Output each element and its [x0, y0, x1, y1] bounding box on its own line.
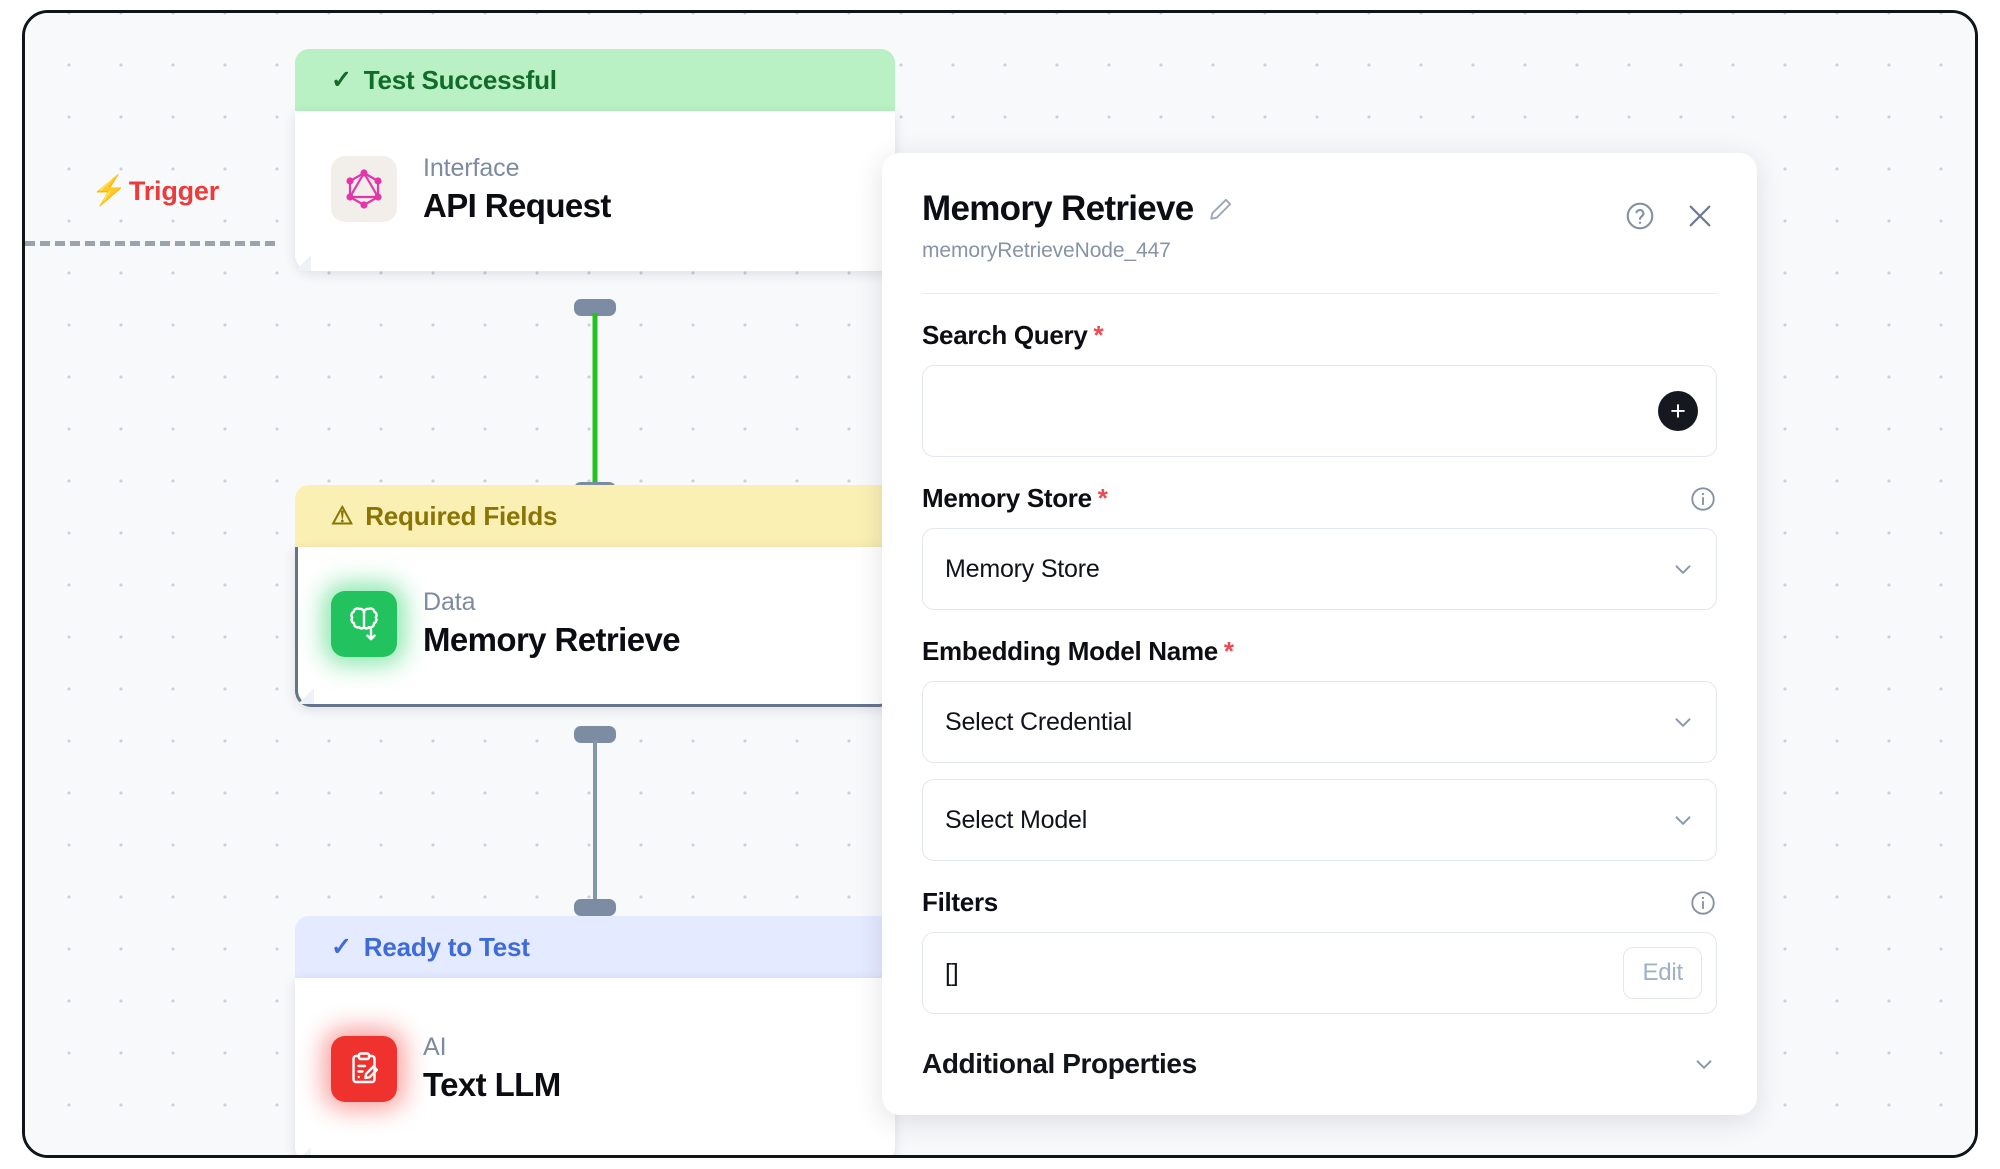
edge-wire — [592, 313, 598, 485]
warning-triangle-icon: ⚠ — [331, 501, 354, 530]
node-card[interactable]: Interface API Request — [295, 111, 895, 271]
lightning-bolt-icon: ⚡ — [91, 175, 127, 207]
required-asterisk: * — [1093, 320, 1104, 350]
check-icon: ✓ — [331, 65, 352, 94]
trigger-rail — [25, 241, 275, 246]
clipboard-pencil-icon — [331, 1035, 397, 1102]
required-asterisk: * — [1223, 636, 1234, 666]
panel-header: Memory Retrieve memoryRetrieveNode_447 — [922, 189, 1717, 263]
node-status-label: Required Fields — [365, 500, 558, 531]
pencil-icon[interactable] — [1208, 196, 1234, 222]
app-window: ⚡ Trigger ✓ Test Successful — [22, 10, 1978, 1158]
node-card[interactable]: Data Memory Retrieve — [295, 547, 895, 707]
field-label-text: Filters — [922, 887, 998, 917]
filters-input[interactable]: [] Edit — [922, 932, 1717, 1014]
trigger-label: ⚡ Trigger — [91, 176, 219, 207]
field-label-text: Memory Store — [922, 483, 1092, 513]
edge-source-handle[interactable] — [574, 299, 616, 316]
node-status-label: Test Successful — [363, 64, 557, 95]
field-filters: Filters [] Edit — [922, 887, 1717, 1014]
node-title: Text LLM — [423, 1066, 561, 1103]
field-label-text: Embedding Model Name — [922, 636, 1218, 666]
filters-edit-button[interactable]: Edit — [1623, 947, 1702, 999]
panel-title: Memory Retrieve — [922, 189, 1194, 228]
field-label: Memory Store * — [922, 483, 1108, 514]
node-memory-retrieve[interactable]: ⚠ Required Fields Data Memory Retrieve — [295, 485, 895, 707]
chevron-down-icon[interactable] — [1670, 807, 1696, 833]
field-embedding-model-name: Embedding Model Name * Select Credential — [922, 636, 1717, 861]
chevron-down-icon[interactable] — [1670, 556, 1696, 582]
plus-circle-icon[interactable]: + — [1658, 391, 1698, 431]
edge-target-handle[interactable] — [574, 899, 616, 916]
required-asterisk: * — [1097, 483, 1108, 513]
trigger-text: Trigger — [128, 176, 220, 206]
embedding-model-value: Select Model — [945, 805, 1088, 834]
field-memory-store: Memory Store * Memory Store — [922, 483, 1717, 610]
panel-divider — [922, 293, 1717, 294]
embedding-model-select[interactable]: Select Model — [922, 779, 1717, 861]
graphql-icon — [331, 156, 397, 222]
search-query-input[interactable]: + — [922, 365, 1717, 457]
node-properties-panel[interactable]: Memory Retrieve memoryRetrieveNode_447 — [882, 153, 1757, 1115]
panel-subtitle: memoryRetrieveNode_447 — [922, 239, 1171, 262]
field-label: Filters — [922, 887, 998, 918]
info-circle-icon[interactable] — [1689, 889, 1717, 917]
node-title: API Request — [423, 186, 611, 224]
edge-api-request-to-memory-retrieve[interactable] — [295, 299, 895, 499]
field-search-query: Search Query * + — [922, 320, 1717, 457]
check-icon: ✓ — [331, 932, 352, 961]
node-title: Memory Retrieve — [423, 621, 681, 658]
info-circle-icon[interactable] — [1689, 485, 1717, 513]
field-label-text: Search Query — [922, 320, 1088, 350]
edge-wire — [593, 740, 597, 902]
field-label: Embedding Model Name * — [922, 636, 1234, 667]
workflow-canvas[interactable]: ⚡ Trigger ✓ Test Successful — [25, 13, 1975, 1155]
node-category: AI — [423, 1033, 447, 1061]
node-category: Interface — [423, 153, 520, 182]
chevron-down-icon[interactable] — [1691, 1051, 1717, 1077]
additional-properties-label: Additional Properties — [922, 1048, 1197, 1079]
node-card[interactable]: AI Text LLM — [295, 978, 895, 1155]
node-status-label: Ready to Test — [363, 931, 530, 962]
node-status-banner-success: ✓ Test Successful — [295, 49, 895, 111]
help-circle-icon[interactable] — [1623, 199, 1657, 233]
node-status-banner-ready: ✓ Ready to Test — [295, 916, 895, 978]
filters-value: [] — [945, 958, 959, 987]
node-api-request[interactable]: ✓ Test Successful — [295, 49, 895, 271]
field-label: Search Query * — [922, 320, 1104, 351]
node-text-llm[interactable]: ✓ Ready to Test AI Text LLM — [295, 916, 895, 1155]
embedding-credential-value: Select Credential — [945, 707, 1132, 736]
embedding-credential-select[interactable]: Select Credential — [922, 681, 1717, 763]
node-category: Data — [423, 588, 476, 616]
memory-store-select[interactable]: Memory Store — [922, 528, 1717, 610]
brain-download-icon — [331, 590, 397, 657]
memory-store-value: Memory Store — [945, 554, 1100, 583]
node-status-banner-warning: ⚠ Required Fields — [295, 485, 895, 547]
close-icon[interactable] — [1683, 199, 1717, 233]
additional-properties-section[interactable]: Additional Properties — [922, 1048, 1717, 1080]
edge-memory-retrieve-to-text-llm[interactable] — [295, 726, 895, 916]
chevron-down-icon[interactable] — [1670, 709, 1696, 735]
edge-source-handle[interactable] — [574, 726, 616, 743]
